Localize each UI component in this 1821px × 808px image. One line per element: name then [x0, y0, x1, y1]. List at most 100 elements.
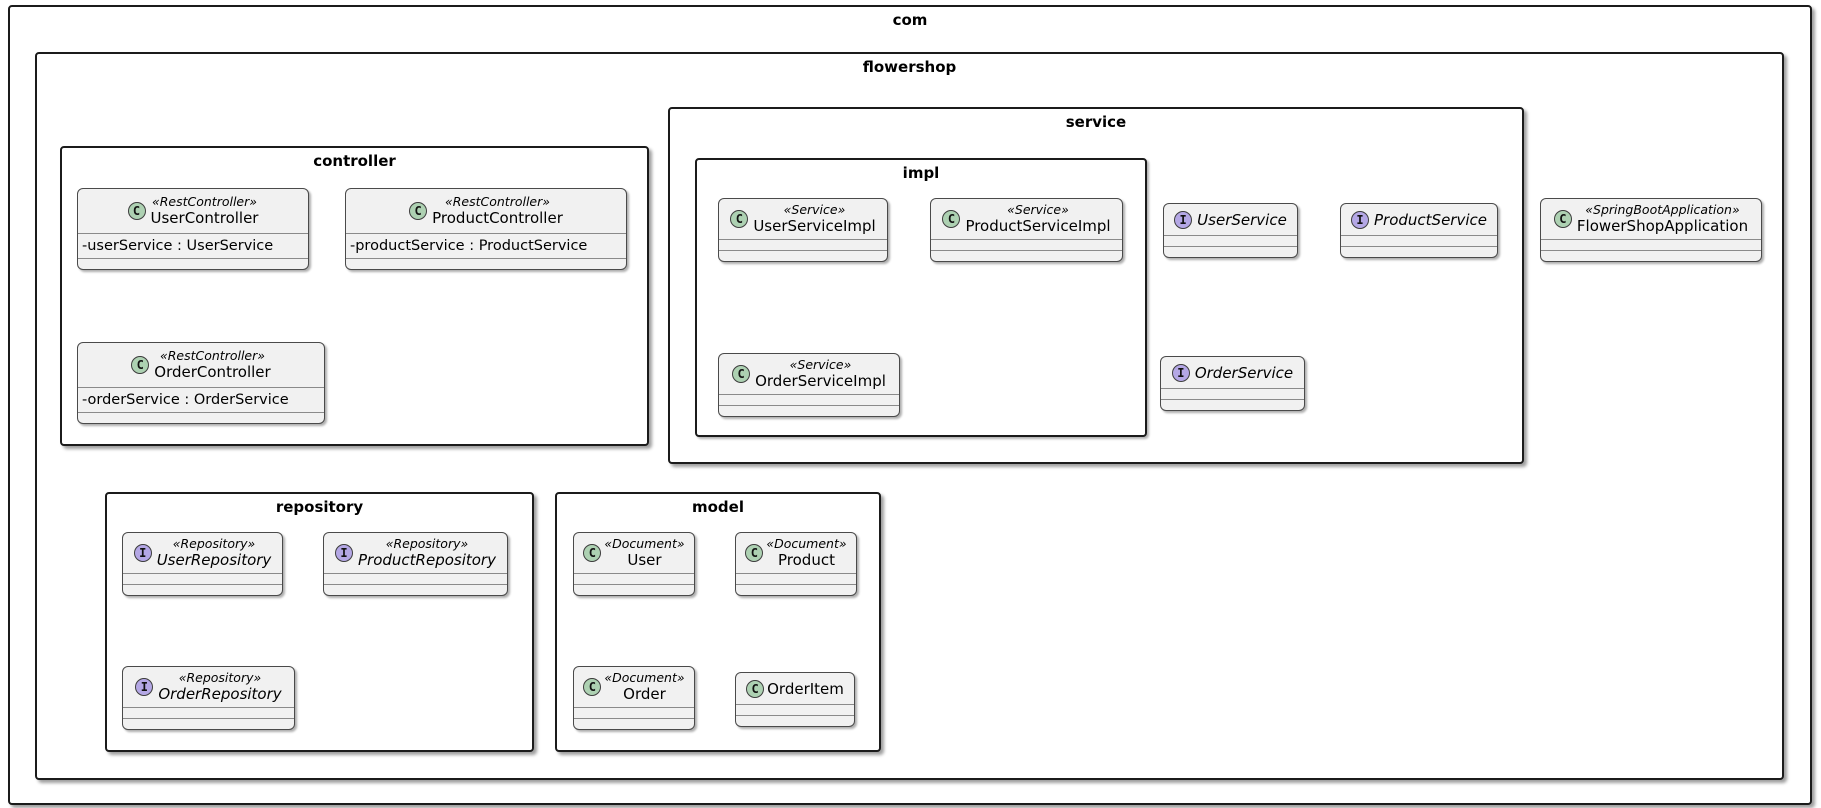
interface-header: I OrderService — [1161, 357, 1304, 388]
class-icon: C — [746, 679, 765, 698]
class-icon: C — [583, 544, 602, 562]
class-Product: C «Document» Product — [735, 532, 857, 596]
class-ProductController: C «RestController» ProductController -pr… — [345, 188, 627, 270]
methods-compartment — [574, 718, 694, 729]
class-name: ProductController — [432, 209, 563, 228]
class-header: C OrderItem — [736, 673, 854, 704]
stereotype-label: «Document» — [604, 669, 685, 685]
class-header: C «RestController» ProductController — [346, 189, 626, 233]
stereotype-label: «RestController» — [160, 347, 265, 363]
stereotype-label: «SpringBootApplication» — [1585, 201, 1740, 217]
class-icon: C — [942, 210, 961, 228]
interface-header: I UserService — [1164, 204, 1297, 235]
interface-header: I «Repository» OrderRepository — [123, 667, 294, 707]
methods-compartment — [78, 258, 308, 269]
class-name: FlowerShopApplication — [1576, 217, 1749, 236]
methods-compartment — [1161, 399, 1304, 410]
package-model-title: model — [692, 498, 744, 516]
interface-name: OrderService — [1194, 363, 1294, 382]
attributes-compartment — [1164, 235, 1297, 246]
package-flowershop-title: flowershop — [862, 58, 957, 76]
class-FlowerShopApplication: C «SpringBootApplication» FlowerShopAppl… — [1540, 198, 1762, 262]
class-name: ProductServiceImpl — [965, 217, 1111, 236]
methods-compartment — [1541, 250, 1761, 261]
stereotype-label: «RestController» — [445, 193, 550, 209]
class-icon: C — [1553, 210, 1572, 228]
interface-name: UserService — [1197, 210, 1287, 229]
interface-icon: I — [133, 544, 152, 562]
attributes-compartment — [574, 707, 694, 718]
class-header: C «SpringBootApplication» FlowerShopAppl… — [1541, 199, 1761, 239]
attribute-row: -orderService : OrderService — [78, 387, 324, 412]
stereotype-label: «Repository» — [385, 535, 469, 551]
package-controller-title: controller — [313, 152, 396, 170]
interface-OrderService: I OrderService — [1160, 356, 1305, 411]
attributes-compartment — [736, 704, 854, 715]
class-header: C «Service» UserServiceImpl — [719, 199, 887, 239]
attribute-row: -userService : UserService — [78, 233, 308, 258]
methods-compartment — [78, 412, 324, 423]
interface-ProductRepository: I «Repository» ProductRepository — [323, 532, 508, 596]
package-service-title: service — [1065, 113, 1127, 131]
methods-compartment — [736, 584, 856, 595]
class-name: UserServiceImpl — [753, 217, 876, 236]
attribute-row: -productService : ProductService — [346, 233, 626, 258]
stereotype-label: «Service» — [789, 356, 852, 372]
class-icon: C — [131, 356, 150, 374]
class-header: C «Document» Order — [574, 667, 694, 707]
methods-compartment — [719, 405, 899, 416]
interface-header: I ProductService — [1341, 204, 1497, 235]
interface-name: OrderRepository — [158, 685, 282, 704]
interface-header: I «Repository» ProductRepository — [324, 533, 507, 573]
class-icon: C — [730, 210, 749, 228]
attributes-compartment — [123, 707, 294, 718]
class-name: OrderServiceImpl — [755, 372, 886, 391]
interface-icon: I — [1351, 210, 1369, 229]
class-header: C «Document» Product — [736, 533, 856, 573]
stereotype-label: «RestController» — [152, 193, 257, 209]
class-header: C «Service» OrderServiceImpl — [719, 354, 899, 394]
class-header: C «Document» User — [574, 533, 694, 573]
attributes-compartment — [719, 239, 887, 250]
stereotype-label: «Service» — [783, 201, 846, 217]
interface-UserRepository: I «Repository» UserRepository — [122, 532, 283, 596]
stereotype-label: «Document» — [604, 535, 685, 551]
class-UserServiceImpl: C «Service» UserServiceImpl — [718, 198, 888, 262]
interface-icon: I — [135, 678, 154, 696]
methods-compartment — [1164, 246, 1297, 257]
interface-icon: I — [1174, 210, 1193, 229]
class-name: Order — [623, 685, 666, 704]
class-OrderItem: C OrderItem — [735, 672, 855, 727]
package-impl-title: impl — [902, 164, 940, 182]
class-icon: C — [583, 678, 602, 696]
interface-header: I «Repository» UserRepository — [123, 533, 282, 573]
stereotype-label: «Document» — [766, 535, 847, 551]
interface-UserService: I UserService — [1163, 203, 1298, 258]
class-OrderController: C «RestController» OrderController -orde… — [77, 342, 325, 424]
interface-name: ProductService — [1374, 210, 1487, 229]
class-name: OrderController — [154, 363, 271, 382]
attributes-compartment — [719, 394, 899, 405]
class-icon: C — [409, 202, 428, 220]
attributes-compartment — [1161, 388, 1304, 399]
class-name: OrderItem — [767, 679, 844, 698]
class-name: User — [627, 551, 662, 570]
methods-compartment — [931, 250, 1122, 261]
attributes-compartment — [123, 573, 282, 584]
stereotype-label: «Repository» — [172, 535, 256, 551]
methods-compartment — [574, 584, 694, 595]
class-header: C «RestController» OrderController — [78, 343, 324, 387]
methods-compartment — [123, 718, 294, 729]
methods-compartment — [123, 584, 282, 595]
package-com-title: com — [892, 11, 928, 29]
attributes-compartment — [574, 573, 694, 584]
interface-name: ProductRepository — [358, 551, 496, 570]
attributes-compartment — [324, 573, 507, 584]
interface-name: UserRepository — [156, 551, 272, 570]
attributes-compartment — [1541, 239, 1761, 250]
class-icon: C — [732, 365, 751, 383]
class-icon: C — [745, 544, 764, 562]
interface-ProductService: I ProductService — [1340, 203, 1498, 258]
attributes-compartment — [1341, 235, 1497, 246]
